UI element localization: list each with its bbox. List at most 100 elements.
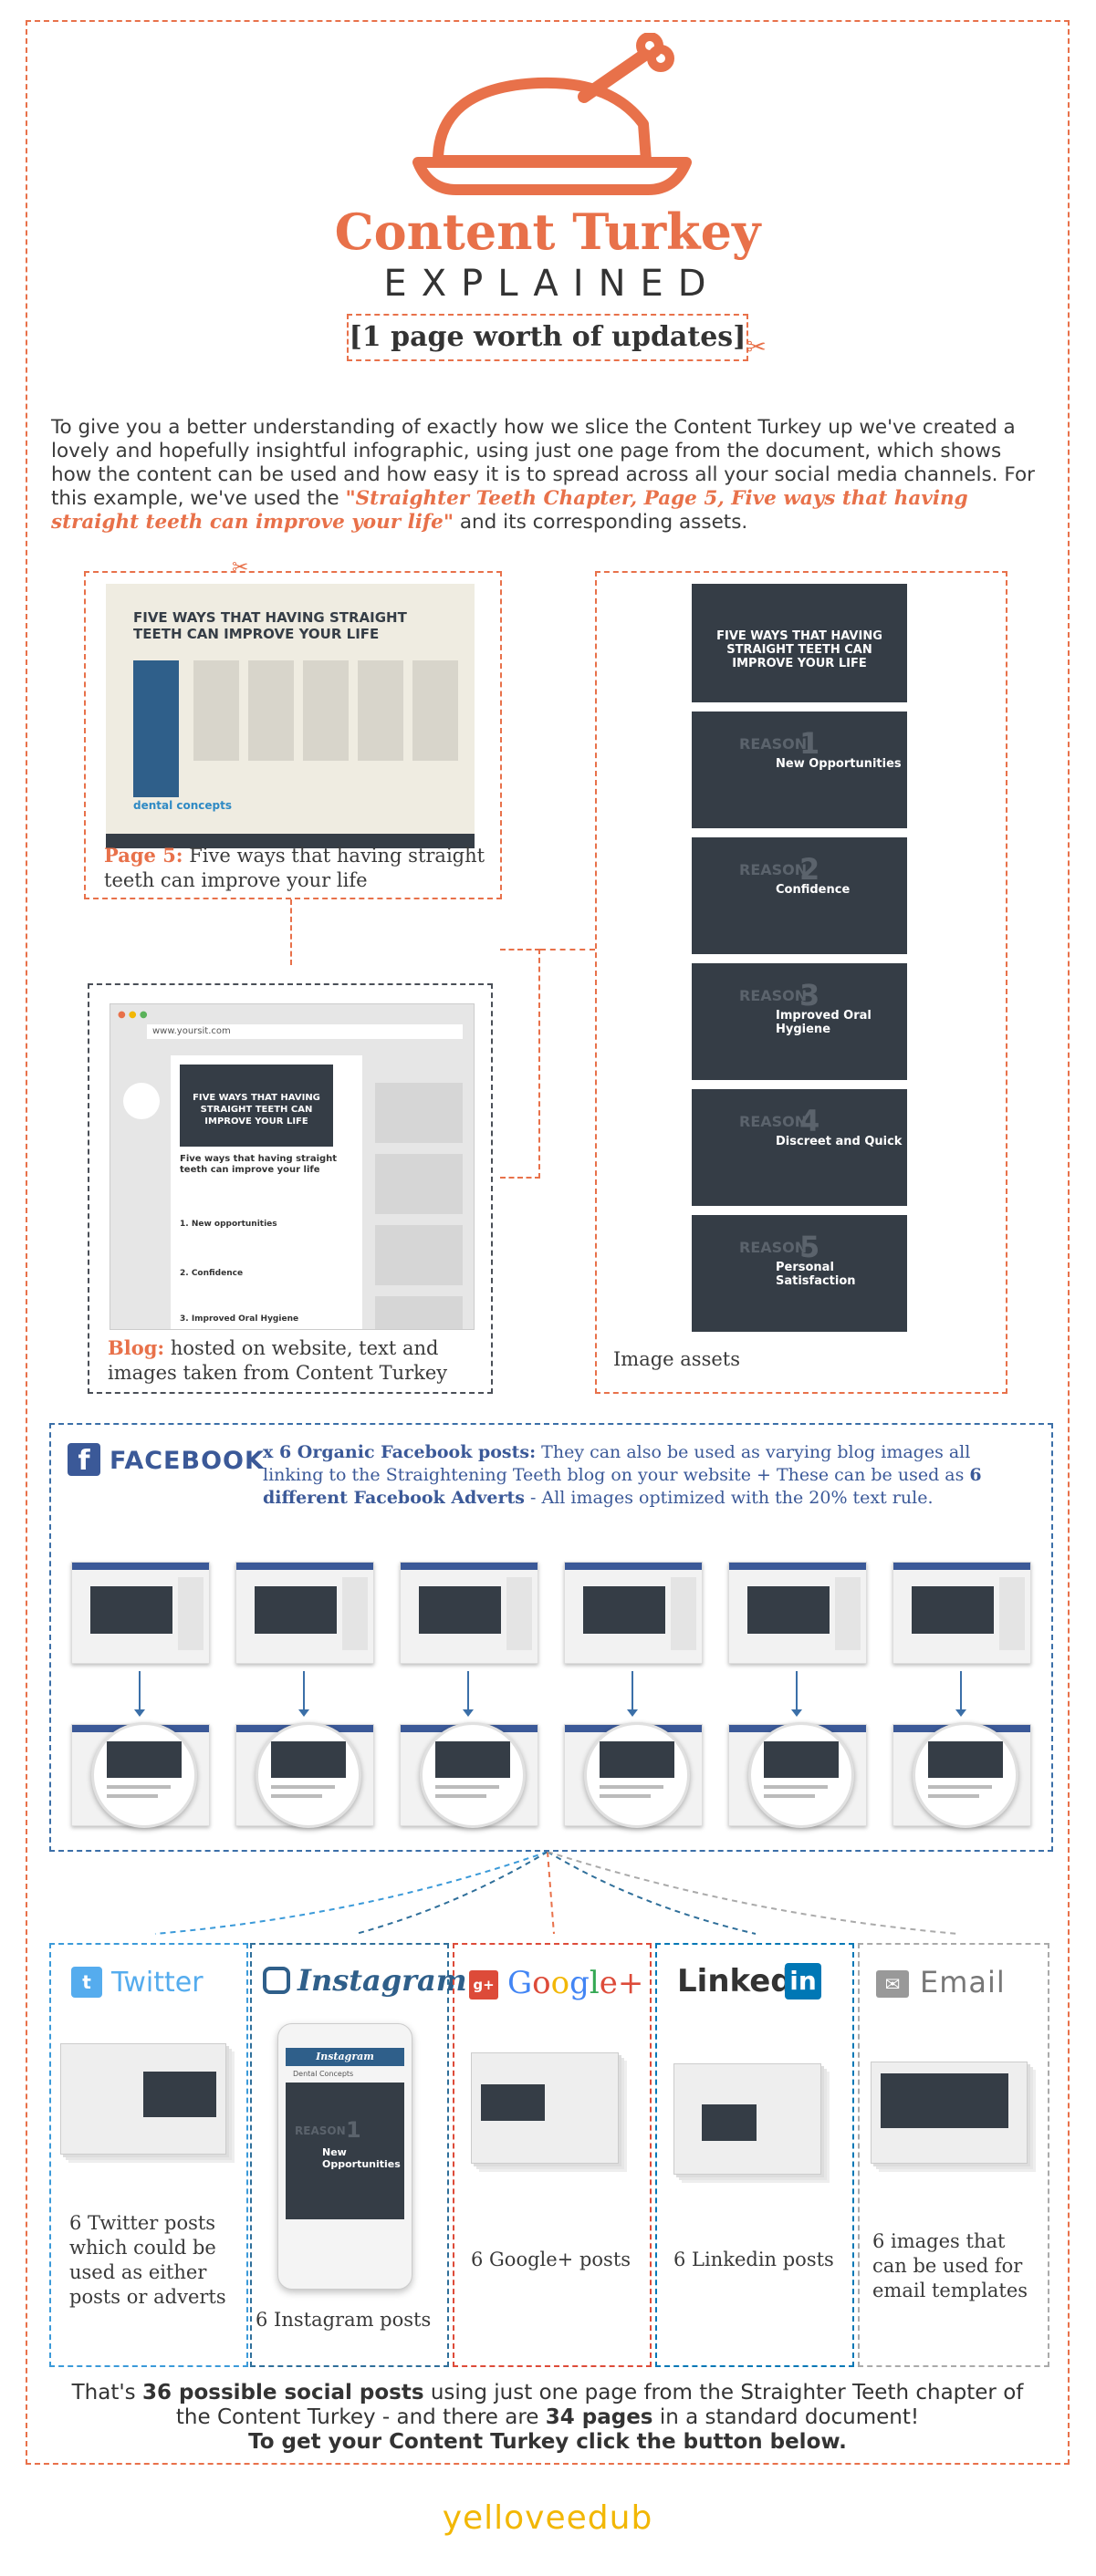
phone-brand: Instagram [286,2048,404,2066]
blog-box: ● ● ● www.yoursit.com FIVE WAYS THAT HAV… [88,983,493,1394]
facebook-bold2: 6 different Facebook Adverts [263,1465,982,1508]
reason-word: REASON [739,1239,808,1256]
facebook-post-preview [235,1562,374,1664]
email-icon: ✉ [876,1970,909,1998]
page5-label: Page 5: Five ways that having straight t… [104,843,487,893]
blog-label-text: hosted on website, text and images taken… [108,1337,448,1384]
subtitle-box: [1 page worth of updates] [347,314,748,361]
distribution-arrows [154,1852,959,1935]
doc-logo: dental concepts [133,799,233,812]
googleplus-name: Google+ [507,1965,644,2001]
down-arrow-icon [791,1671,802,1717]
linkedin-screens [673,2063,821,2175]
title-line1: Content Turkey [334,203,761,261]
reason-text: Personal Satisfaction [776,1261,856,1288]
phone-post: REASON 1 New Opportunities [286,2083,404,2219]
phone-account: Dental Concepts [293,2070,354,2078]
down-arrow-icon [627,1671,638,1717]
facebook-brand: FACEBOOK [110,1447,265,1475]
facebook-post-preview [564,1562,703,1664]
doc-heading: FIVE WAYS THAT HAVING STRAIGHT TEETH CAN… [133,609,407,642]
page5-box: FIVE WAYS THAT HAVING STRAIGHT TEETH CAN… [84,571,502,899]
twitter-caption: 6 Twitter posts which could be used as e… [69,2212,226,2308]
blog-h1: 1. New opportunities [180,1220,277,1229]
footer-b2: 34 pages [545,2405,653,2429]
magnifier-circle [91,1722,197,1828]
googleplus-box: g+ Google+ 6 Google+ posts [453,1943,652,2367]
blog-label-strong: Blog: [108,1336,165,1359]
reason-number: 4 [799,1104,820,1138]
page5-label-text: Five ways that having straight teeth can… [104,845,485,891]
footer-p1: That's [71,2381,142,2405]
linkedin-caption: 6 Linkedin posts [673,2249,834,2270]
facebook-post-preview [400,1562,538,1664]
scissors-icon-2: ✂ [232,556,249,579]
reason-text: New Opportunities [776,757,902,771]
twitter-box: t Twitter 6 Twitter posts which could be… [49,1943,248,2367]
footer-cta: To get your Content Turkey click the but… [248,2430,847,2454]
scissors-icon: ✂ [746,334,767,361]
blog-label: Blog: hosted on website, text and images… [108,1335,491,1386]
linkedin-name: Linked [677,1963,793,2000]
magnifier-circle [748,1722,854,1828]
magnifier-circle [584,1722,690,1828]
intro-text-end: and its corresponding assets. [454,511,748,534]
browser-url[interactable]: www.yoursit.com [147,1024,463,1039]
reason-number: 2 [799,852,820,887]
magnifier-circle [420,1722,526,1828]
reason-text: Improved Oral Hygiene [776,1009,872,1036]
magnifier-circle [256,1722,361,1828]
connector-page-blog [290,899,292,965]
intro-highlight: "Straighter Teeth Chapter, Page 5, Five … [51,487,968,534]
down-arrow-icon [463,1671,474,1717]
blog-h2: 2. Confidence [180,1269,244,1278]
footer-p3: in a standard document! [652,2405,920,2429]
twitter-name: Twitter [111,1967,204,1999]
instagram-icon [263,1967,290,1994]
document-page: FIVE WAYS THAT HAVING STRAIGHT TEETH CAN… [106,584,475,848]
facebook-lead: x 6 Organic Facebook posts: [263,1442,537,1462]
phone-reason: REASON [295,2124,346,2137]
reason-word: REASON [739,861,808,878]
footer-p2: using just one page from the Straighter … [175,2381,1024,2429]
email-screens [871,2062,1028,2164]
googleplus-icon: g+ [469,1970,498,2000]
page5-label-strong: Page 5: [104,844,183,867]
blog-sidebar [375,1083,463,1329]
reason-text: Confidence [776,883,851,897]
doc-columns [193,660,467,761]
facebook-tail: - All images optimized with the 20% text… [524,1488,934,1508]
title-line2: EXPLAINED [383,263,721,305]
twitter-icon: t [71,1967,102,1998]
reason-text: Discreet and Quick [776,1135,903,1148]
reason-word: REASON [739,987,808,1004]
turkey-icon [412,33,692,195]
down-arrow-icon [955,1671,966,1717]
connector-blog-assets-h [540,949,595,950]
twitter-screens [60,2043,226,2155]
yelloveedub-logo: yelloveedub [442,2499,653,2537]
blog-post-title: Five ways that having straight teeth can… [180,1154,338,1175]
googleplus-screens [471,2052,619,2164]
blog-hero: FIVE WAYS THAT HAVING STRAIGHT TEETH CAN… [180,1065,333,1147]
instagram-name: Instagram [297,1963,467,1998]
instagram-caption: 6 Instagram posts [256,2309,432,2331]
facebook-box: f FACEBOOK x 6 Organic Facebook posts: T… [49,1423,1053,1852]
footer-summary: That's 36 possible social posts using ju… [55,2381,1040,2455]
footer-b1: 36 possible social posts [141,2381,424,2405]
email-name: Email [920,1965,1006,2000]
image-assets-box: FIVE WAYS THAT HAVING STRAIGHT TEETH CAN… [595,571,1007,1394]
image-assets-label: Image assets [613,1348,740,1370]
facebook-body: They can also be used as varying blog im… [263,1442,971,1485]
doc-footer-bar [106,834,475,848]
subtitle: [1 page worth of updates] [349,321,746,353]
doc-sidebar [133,660,179,797]
blog-content: FIVE WAYS THAT HAVING STRAIGHT TEETH CAN… [171,1055,362,1329]
connector-blog-assets [500,949,540,1179]
intro-text: To give you a better understanding of ex… [51,416,1035,510]
magnifier-circle [913,1722,1018,1828]
browser-dots: ● ● ● [118,1010,148,1020]
reason-number: 5 [799,1230,820,1264]
